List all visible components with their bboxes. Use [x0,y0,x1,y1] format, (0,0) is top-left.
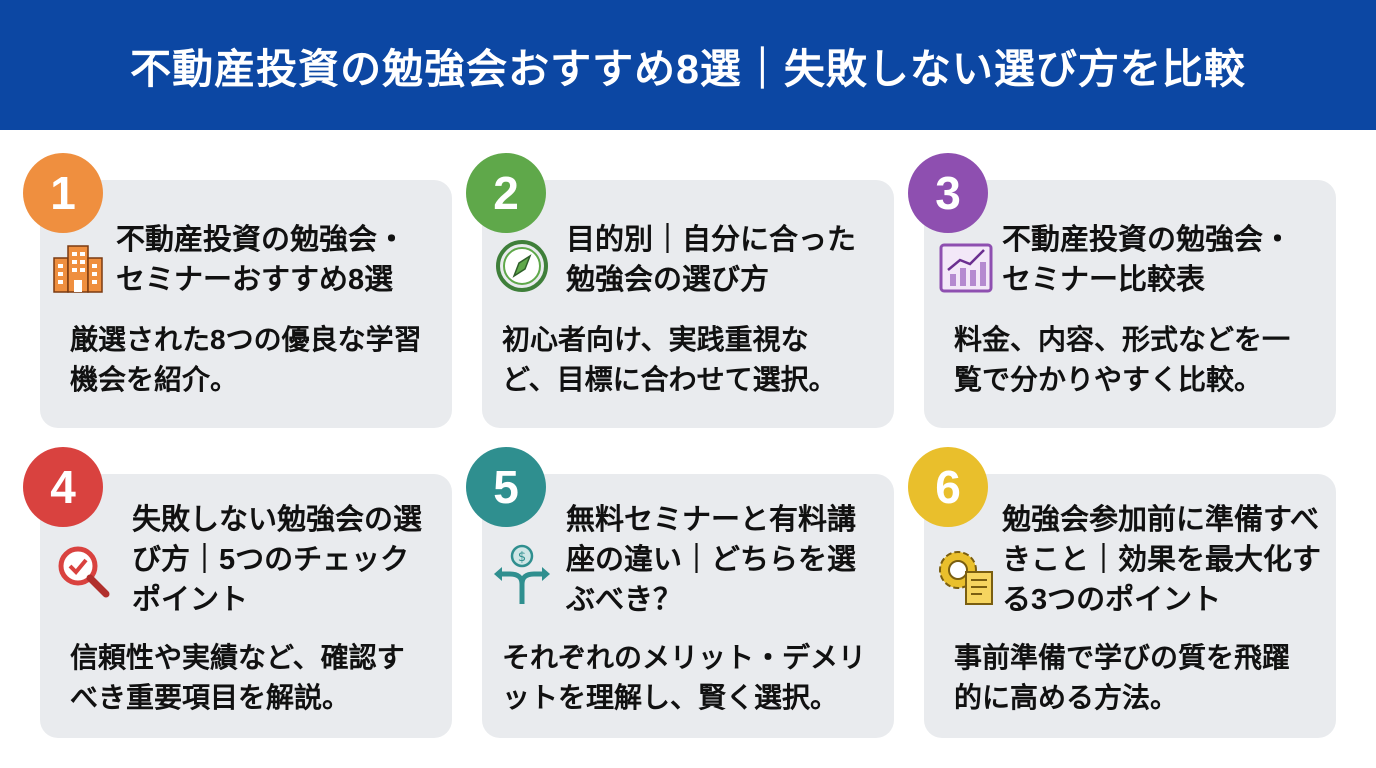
badge-2: 2 [466,153,546,233]
card-6: 勉強会参加前に準備すべきこと｜効果を最大化する3つのポイント 事前準備で学びの質… [924,474,1336,738]
card-2: 目的別｜自分に合った勉強会の選び方 初心者向け、実践重視など、目標に合わせて選択… [482,180,894,428]
card-4: 失敗しない勉強会の選び方｜5つのチェックポイント 信頼性や実績など、確認すべき重… [40,474,452,738]
svg-text:$: $ [518,550,526,565]
badge-6: 6 [908,447,988,527]
card-3: 不動産投資の勉強会・セミナー比較表 料金、内容、形式などを一覧で分かりやすく比較… [924,180,1336,428]
card-1: 不動産投資の勉強会・セミナーおすすめ8選 厳選された8つの優良な学習機会を紹介。 [40,180,452,428]
gear-document-icon [939,551,993,605]
card-description: 初心者向け、実践重視など、目標に合わせて選択。 [502,324,837,395]
card-title: 不動産投資の勉強会・セミナーおすすめ8選 [116,224,407,296]
card-description: 信頼性や実績など、確認すべき重要項目を解説。 [70,642,405,713]
card-5: $ 無料セミナーと有料講座の違い｜どちらを選ぶべき？ それぞれのメリット・デメリ… [482,474,894,738]
card-description: それぞれのメリット・デメリットを理解し、賢く選択。 [502,642,867,713]
card-description: 厳選された8つの優良な学習機会を紹介。 [70,324,422,395]
badge-3: 3 [908,153,988,233]
card-description: 事前準備で学びの質を飛躍的に高める方法。 [954,642,1291,713]
card-description: 料金、内容、形式などを一覧で分かりやすく比較。 [954,324,1291,395]
header-banner: 不動産投資の勉強会おすすめ8選｜失敗しない選び方を比較 [0,0,1376,130]
card-title: 失敗しない勉強会の選び方｜5つのチェックポイント [132,504,423,616]
compass-icon [496,240,548,292]
card-title: 目的別｜自分に合った勉強会の選び方 [566,224,857,296]
dollar-split-arrows-icon: $ [494,544,550,604]
badge-1: 1 [23,153,103,233]
card-title: 不動産投資の勉強会・セミナー比較表 [1002,224,1293,296]
magnifier-check-icon [58,546,110,598]
building-icon [53,245,103,293]
page-title: 不動産投資の勉強会おすすめ8選｜失敗しない選び方を比較 [130,46,1246,92]
badge-5: 5 [466,447,546,527]
badge-4: 4 [23,447,103,527]
chart-icon [939,243,993,293]
card-title: 無料セミナーと有料講座の違い｜どちらを選ぶべき？ [566,504,857,616]
card-title: 勉強会参加前に準備すべきこと｜効果を最大化する3つのポイント [1002,504,1322,616]
